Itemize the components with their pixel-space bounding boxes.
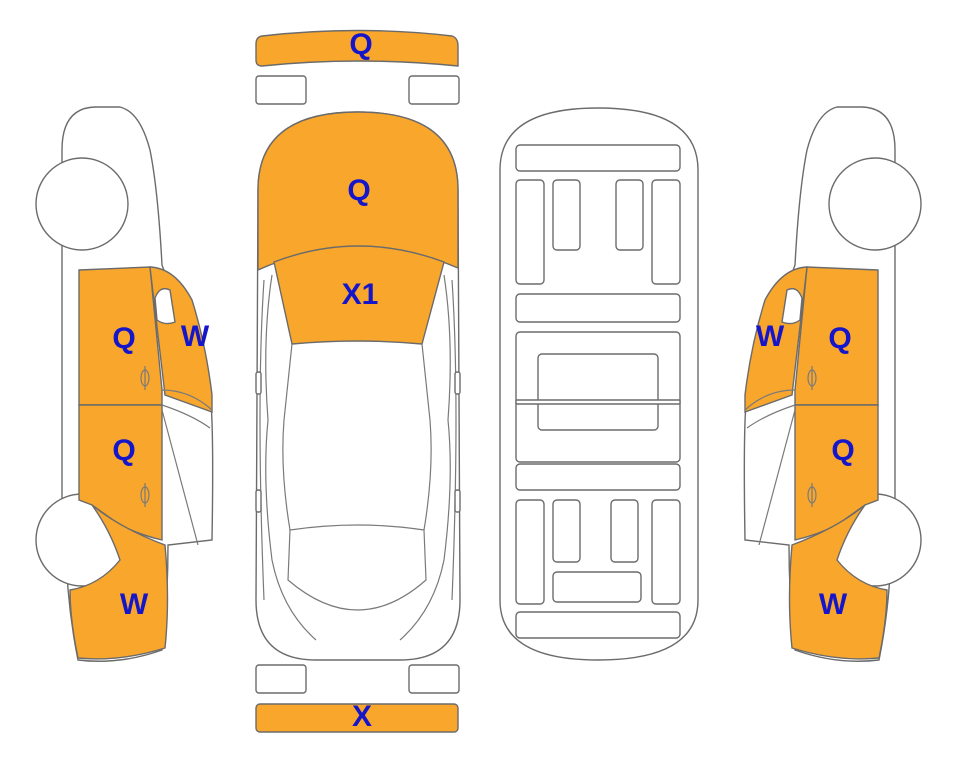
left-side-view [35,106,214,662]
rear-bumper [255,703,459,733]
label-right-quarter-panel: W [819,588,848,621]
label-rear-bumper: X [352,700,372,733]
label-left-a-pillar: W [181,320,210,353]
rear-left-lamp [255,664,307,694]
rear-right-lamp [408,664,460,694]
label-right-front-door: Q [828,322,851,355]
label-front-bumper: Q [349,28,372,61]
rear-window [287,524,427,611]
label-windshield: X1 [342,278,379,311]
label-left-quarter-panel: W [120,588,149,621]
top-view [255,29,461,733]
right-side-view [743,106,922,662]
label-hood: Q [347,174,370,207]
label-right-a-pillar: W [756,320,785,353]
front-right-lamp [408,75,460,105]
underbody-view [499,107,699,661]
front-bumper [255,29,459,67]
label-left-front-door: Q [112,322,135,355]
windshield [273,245,445,345]
damage-labels: Q Q X1 X Q Q W W Q Q W W [112,28,854,733]
front-left-lamp [255,75,307,105]
label-right-rear-door: Q [831,434,854,467]
label-left-rear-door: Q [112,434,135,467]
